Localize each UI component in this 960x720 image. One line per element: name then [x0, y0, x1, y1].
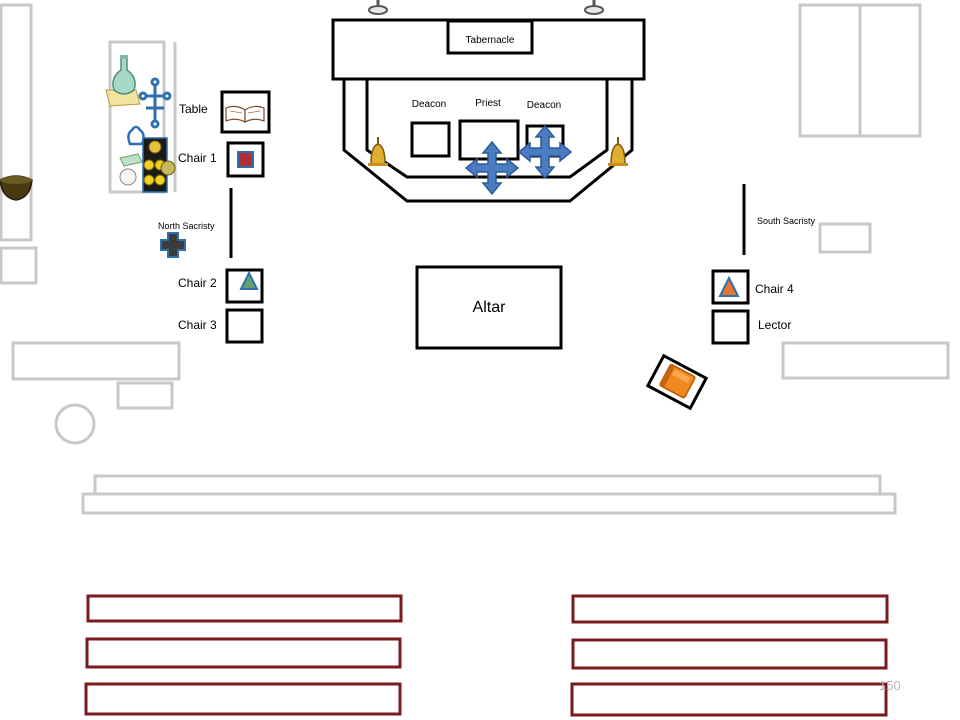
chair-4-label: Chair 4 — [755, 282, 794, 296]
priest-position-marker-icon — [464, 140, 520, 196]
right-bench — [781, 341, 950, 380]
lector-label: Lector — [758, 318, 791, 332]
altar — [415, 265, 563, 350]
chair-2-box — [225, 268, 264, 304]
candle-stands — [368, 0, 604, 15]
tabernacle-box — [446, 19, 534, 55]
chair-2 — [225, 268, 264, 304]
server-cross-icon — [160, 232, 186, 258]
candle-stand-right-icon — [584, 0, 604, 15]
left-wall-cabinet — [0, 3, 33, 242]
book-icon — [225, 105, 265, 124]
altar-label: Altar — [473, 299, 507, 316]
purificator-icon — [119, 153, 143, 186]
chair-4-box — [711, 269, 750, 305]
bell-right-icon — [608, 137, 628, 166]
page-number: 150 — [879, 678, 901, 693]
tabernacle-label: Tabernacle — [466, 35, 515, 46]
right-small-table — [818, 222, 872, 254]
sanctuary-steps — [81, 474, 897, 515]
deacon-left-label: Deacon — [412, 99, 446, 110]
deacon-left-seat — [410, 121, 451, 158]
ambo — [645, 353, 709, 411]
bowl-icon — [0, 175, 33, 201]
deacon-right-label: Deacon — [527, 100, 561, 111]
upper-step — [93, 474, 882, 496]
chair-3-box — [225, 308, 264, 344]
left-stool — [116, 381, 174, 410]
cruet-icon — [105, 55, 141, 107]
pew-left-3 — [84, 682, 402, 716]
left-bench — [11, 341, 181, 381]
chair-1 — [226, 141, 265, 178]
left-wall-furniture — [0, 3, 181, 445]
left-wall-box — [0, 246, 38, 285]
chair-4 — [711, 269, 750, 305]
tabernacle-structure — [331, 18, 646, 81]
pew-left-1 — [86, 594, 403, 623]
chair-4-triangle-icon — [718, 275, 740, 297]
lavabo-icon — [127, 125, 145, 146]
pew-right-3 — [570, 682, 888, 717]
south-sacristy-label: South Sacristy — [757, 216, 816, 226]
apse-inner-line — [365, 80, 609, 179]
lector-chair-box — [711, 309, 750, 345]
pew-right-2 — [571, 638, 888, 670]
pew-right-1 — [571, 594, 889, 624]
left-round-stand — [54, 403, 96, 445]
chair-3-label: Chair 3 — [178, 318, 217, 332]
chair-2-label: Chair 2 — [178, 276, 217, 290]
chair-1-label: Chair 1 — [178, 151, 217, 165]
pew-left-2 — [85, 637, 402, 669]
processional-cross-icon — [138, 77, 172, 129]
credence-table-outline — [108, 40, 166, 194]
table-label: Table — [179, 102, 208, 116]
table-box — [220, 90, 271, 134]
pews — [84, 594, 889, 717]
chair-1-marker-icon — [237, 151, 254, 168]
right-wall-furniture — [781, 3, 950, 380]
candle-stand-left-icon — [368, 0, 388, 15]
chair-2-triangle-icon — [239, 270, 259, 290]
priest-label: Priest — [475, 98, 501, 109]
north-sacristy-label: North Sacristy — [158, 221, 215, 231]
bell-left-icon — [368, 137, 388, 166]
table — [220, 90, 271, 134]
sacred-vessels-icon — [142, 137, 176, 193]
deacon-position-marker-icon — [517, 124, 573, 180]
apse-outer-line — [342, 80, 634, 203]
chair-1-box — [226, 141, 265, 178]
lower-step — [81, 492, 897, 515]
lectionary-book-icon — [659, 363, 696, 399]
